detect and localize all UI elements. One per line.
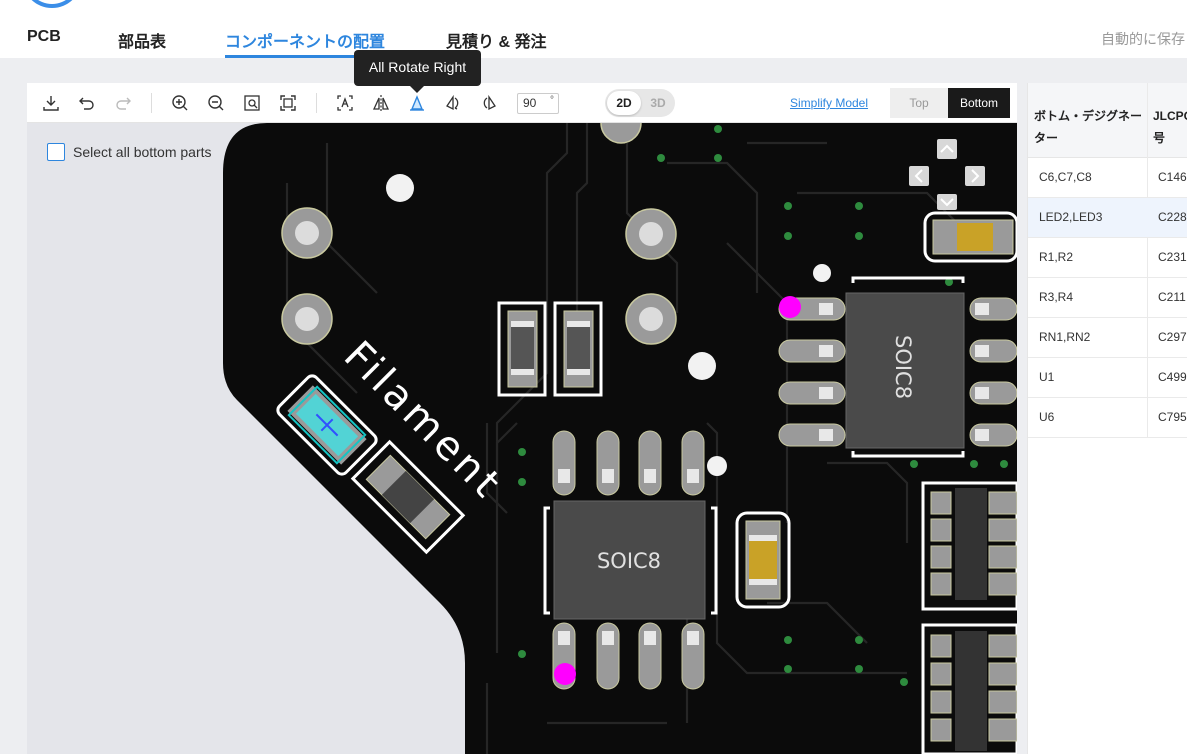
view-mode-toggle: 2D 3D — [605, 89, 675, 117]
autosave-status: 自動的に保存 — [1101, 31, 1185, 47]
side-bottom-button[interactable]: Bottom — [948, 88, 1010, 118]
soic8-lower: SOIC8 — [543, 430, 718, 690]
chip-label: SOIC8 — [597, 549, 661, 573]
header-part-number: JLCPC号 — [1153, 109, 1187, 145]
tooltip-arrow — [410, 86, 424, 93]
pcb-board-view[interactable]: Filament SOIC8 — [27, 123, 1017, 754]
tab-pcb[interactable]: PCB — [27, 28, 61, 45]
view-2d-button[interactable]: 2D — [607, 91, 641, 115]
board-side-toggle: Top Bottom — [890, 88, 1010, 118]
toolbar: 90° 2D 3D Simplify Model — [27, 83, 1017, 123]
soic8-upper: SOIC8 — [778, 276, 1017, 458]
chevron-up-icon — [940, 144, 954, 153]
tooltip: All Rotate Right — [354, 50, 481, 86]
text-select-icon[interactable] — [335, 93, 355, 113]
vias — [518, 125, 1008, 686]
tab-bom[interactable]: 部品表 — [118, 34, 167, 51]
led-top-right — [923, 211, 1017, 263]
pan-up-button — [937, 139, 957, 159]
side-top-button[interactable]: Top — [909, 96, 929, 110]
through-holes — [281, 123, 831, 476]
led-rotated — [276, 374, 378, 476]
redo-icon[interactable] — [113, 93, 133, 113]
select-all-checkbox[interactable]: Select all bottom parts — [47, 143, 212, 161]
pin1-marker — [779, 296, 801, 318]
chevron-right-icon — [971, 169, 980, 183]
panel-header: ボトム・デジグネーター JLCPC号 — [1028, 83, 1187, 158]
pin1-marker — [554, 663, 576, 685]
checkbox-box[interactable] — [47, 143, 65, 161]
pan-right-button — [965, 166, 985, 186]
resistor-network-lower — [921, 623, 1017, 754]
pan-left-button — [909, 166, 929, 186]
chevron-left-icon — [914, 169, 923, 183]
simplify-model-link[interactable]: Simplify Model — [790, 96, 869, 110]
fit-view-icon[interactable] — [278, 93, 298, 113]
zoom-out-icon[interactable] — [206, 93, 226, 113]
zoom-area-icon[interactable] — [242, 93, 262, 113]
rotate-left-icon[interactable] — [443, 93, 463, 113]
rotate-right-icon[interactable] — [407, 93, 427, 113]
undo-icon[interactable] — [77, 93, 97, 113]
select-all-label: Select all bottom parts — [73, 144, 212, 160]
led-small-right — [735, 511, 791, 609]
header-designator: ボトム・デジグネーター — [1034, 109, 1143, 145]
download-icon[interactable] — [41, 93, 61, 113]
resistor-rotated — [350, 439, 466, 555]
top-bar: PCB 部品表 コンポーネントの配置 見積り & 発注 自動的に保存 — [0, 0, 1187, 58]
rotation-angle-input[interactable]: 90° — [517, 93, 559, 114]
rotate-angle-icon[interactable] — [479, 93, 499, 113]
chevron-down-icon — [940, 198, 954, 207]
pan-controls[interactable] — [909, 139, 985, 210]
view-3d-button[interactable]: 3D — [650, 96, 666, 110]
flip-horizontal-icon[interactable] — [371, 93, 391, 113]
pan-down-button — [937, 194, 957, 210]
zoom-in-icon[interactable] — [170, 93, 190, 113]
pcb-canvas[interactable]: Select all bottom parts — [27, 123, 1017, 754]
logo — [22, 0, 82, 8]
active-tab-indicator — [225, 55, 385, 58]
chip-label: SOIC8 — [891, 335, 915, 399]
tab-quote-order[interactable]: 見積り & 発注 — [446, 34, 547, 51]
resistor-network-upper — [921, 481, 1017, 611]
resistors-vertical — [497, 301, 603, 397]
tab-component-placement[interactable]: コンポーネントの配置 — [225, 34, 386, 51]
